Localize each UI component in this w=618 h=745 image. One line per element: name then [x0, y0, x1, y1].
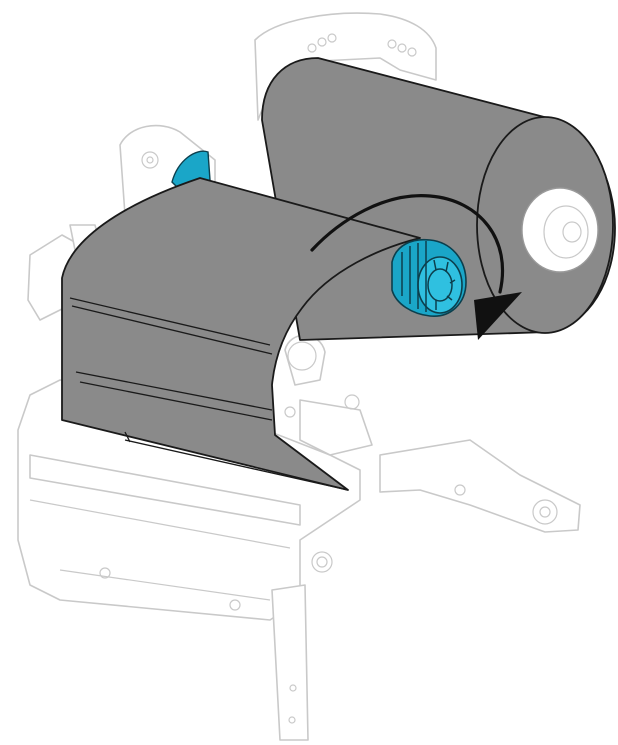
- arm-pivot: [532, 499, 558, 525]
- supply-spindle: [543, 205, 589, 259]
- right-arm: [379, 439, 581, 533]
- latch-screw: [344, 394, 360, 410]
- platen-knob: [311, 551, 333, 573]
- ribbon-crease: [69, 297, 273, 421]
- mounting-hole: [288, 716, 296, 724]
- ribbon-supply-roll: [261, 57, 616, 341]
- mounting-plate: [271, 584, 309, 741]
- frame-hole: [307, 43, 317, 53]
- ribbon-take-up-spindle[interactable]: [391, 238, 467, 317]
- supply-spindle-center: [562, 221, 582, 243]
- supply-roll-core: [521, 187, 599, 273]
- take-up-spindle-hub[interactable]: [417, 256, 463, 314]
- rotation-direction-arrow: [310, 194, 522, 340]
- knob-grip-ribs: [401, 241, 427, 312]
- printhead-bar: [29, 454, 301, 526]
- pivot-screw-center: [146, 156, 154, 164]
- arm-pivot-center: [539, 506, 551, 518]
- ribbon-front-panel: [61, 177, 421, 491]
- chassis-screw: [229, 599, 241, 611]
- take-up-spindle-center: [427, 268, 453, 302]
- rotation-arrow-curve: [310, 194, 505, 294]
- arm-screw: [454, 484, 466, 496]
- mounting-hole: [289, 684, 297, 692]
- chassis-screw: [99, 567, 111, 579]
- rotation-arrowhead: [474, 292, 522, 340]
- frame-hole: [327, 33, 337, 43]
- frame-hole: [397, 43, 407, 53]
- frame-hole: [317, 37, 327, 47]
- ribbon-web: [61, 177, 421, 491]
- ribbon-fold-edge: [124, 431, 349, 491]
- idler-roller: [287, 341, 317, 371]
- platen-knob-center: [316, 556, 328, 568]
- frame-hole: [407, 47, 417, 57]
- frame-hole: [387, 39, 397, 49]
- pivot-screw: [141, 151, 159, 169]
- latch-screw: [284, 406, 296, 418]
- knob-hub-ribs: [433, 259, 456, 310]
